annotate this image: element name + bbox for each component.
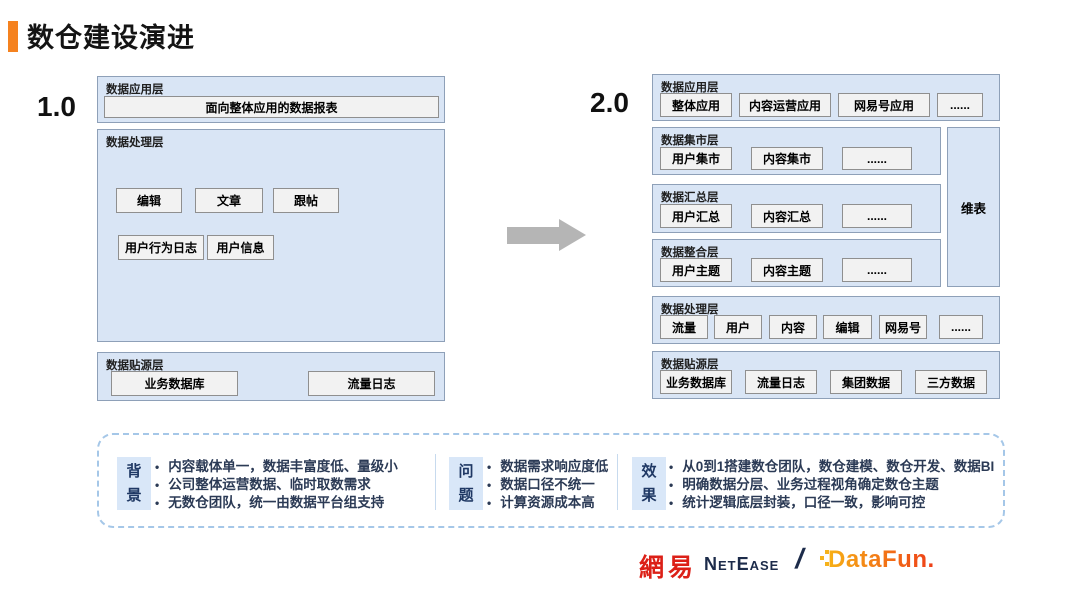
datafun-dot-icon (825, 550, 829, 554)
v2-summary-layer: 数据汇总层 用户汇总 内容汇总 ...... (652, 184, 941, 233)
v2-node-group-data: 集团数据 (830, 370, 902, 394)
v2-node-user-summary: 用户汇总 (660, 204, 732, 228)
effect-bullet: 从0到1搭建数仓团队，数仓建模、数仓开发、数据BI (669, 458, 994, 476)
v2-node-traffic-log: 流量日志 (745, 370, 817, 394)
evolution-arrow-icon (507, 227, 559, 244)
v2-node-content-mart: 内容集市 (751, 147, 823, 170)
v2-node-process-more: ...... (939, 315, 983, 339)
v2-node-user-topic: 用户主题 (660, 258, 732, 282)
title-accent-bar (8, 21, 18, 52)
v2-integration-layer-title: 数据整合层 (661, 247, 719, 259)
v2-node-business-db: 业务数据库 (660, 370, 732, 394)
v2-node-mart-more: ...... (842, 147, 912, 170)
v2-node-summary-more: ...... (842, 204, 912, 228)
v1-app-layer: 数据应用层 面向整体应用的数据报表 (97, 76, 445, 123)
notes-panel: 背景 内容载体单一，数据丰富度低、量级小 公司整体运营数据、临时取数需求 无数仓… (97, 433, 1005, 528)
evolution-arrow-head-icon (559, 219, 586, 251)
background-bullets: 内容载体单一，数据丰富度低、量级小 公司整体运营数据、临时取数需求 无数仓团队，… (155, 458, 398, 512)
version-2-label: 2.0 (590, 87, 629, 118)
v2-node-content: 内容 (769, 315, 817, 339)
problem-bullet: 数据口径不统一 (487, 476, 608, 494)
v1-node-editor: 编辑 (116, 188, 182, 213)
problem-label: 问题 (449, 457, 483, 510)
v2-node-user-mart: 用户集市 (660, 147, 732, 170)
v2-summary-layer-title: 数据汇总层 (661, 192, 719, 204)
v2-node-user: 用户 (714, 315, 762, 339)
v2-process-layer: 数据处理层 流量 用户 内容 编辑 网易号 ...... (652, 296, 1000, 344)
problem-bullets: 数据需求响应度低 数据口径不统一 计算资源成本高 (487, 458, 608, 512)
effect-bullet: 明确数据分层、业务过程视角确定数仓主题 (669, 476, 994, 494)
netease-cn-logo: 網易 (639, 554, 698, 582)
v2-node-app-more: ...... (937, 93, 983, 117)
v2-node-content-summary: 内容汇总 (751, 204, 823, 228)
v2-app-layer-title: 数据应用层 (661, 82, 719, 94)
v2-node-wangyihao-app: 网易号应用 (838, 93, 930, 117)
page-title: 数仓建设演进 (27, 23, 195, 53)
v1-node-user-log: 用户行为日志 (118, 235, 204, 260)
effect-bullets: 从0到1搭建数仓团队，数仓建模、数仓开发、数据BI 明确数据分层、业务过程视角确… (669, 458, 994, 512)
v1-node-user-info: 用户信息 (207, 235, 274, 260)
v1-ods-layer-title: 数据贴源层 (106, 360, 164, 372)
v1-node-article: 文章 (195, 188, 263, 213)
v2-node-topic-more: ...... (842, 258, 912, 282)
v2-ods-layer-title: 数据贴源层 (661, 359, 719, 371)
v1-process-layer: 数据处理层 编辑 文章 跟帖 用户行为日志 用户信息 (97, 129, 445, 342)
v2-node-overall-app: 整体应用 (660, 93, 732, 117)
v1-app-layer-title: 数据应用层 (106, 84, 164, 96)
v1-node-comment: 跟帖 (273, 188, 339, 213)
v2-node-content-topic: 内容主题 (751, 258, 823, 282)
v1-process-layer-title: 数据处理层 (106, 137, 164, 149)
v1-ods-layer: 数据贴源层 业务数据库 流量日志 (97, 352, 445, 401)
background-bullet: 公司整体运营数据、临时取数需求 (155, 476, 398, 494)
v1-app-node: 面向整体应用的数据报表 (104, 96, 439, 118)
v2-node-thirdparty-data: 三方数据 (915, 370, 987, 394)
background-bullet: 无数仓团队，统一由数据平台组支持 (155, 494, 398, 512)
v2-integration-layer: 数据整合层 用户主题 内容主题 ...... (652, 239, 941, 287)
v2-node-traffic: 流量 (660, 315, 708, 339)
notes-divider (617, 454, 618, 510)
background-bullet: 内容载体单一，数据丰富度低、量级小 (155, 458, 398, 476)
v2-dimension-table: 维表 (947, 127, 1000, 287)
datafun-logo: DataFun. (828, 546, 935, 573)
v1-node-business-db: 业务数据库 (111, 371, 238, 396)
problem-bullet: 数据需求响应度低 (487, 458, 608, 476)
v2-process-layer-title: 数据处理层 (661, 304, 719, 316)
v1-node-traffic-log: 流量日志 (308, 371, 435, 396)
netease-en-logo: NetEase (704, 554, 780, 574)
logo-separator: / (792, 543, 808, 574)
datafun-dot-icon (825, 562, 829, 566)
v2-node-content-ops-app: 内容运营应用 (739, 93, 831, 117)
datafun-dot-icon (820, 556, 824, 560)
problem-bullet: 计算资源成本高 (487, 494, 608, 512)
background-label: 背景 (117, 457, 151, 510)
v2-app-layer: 数据应用层 整体应用 内容运营应用 网易号应用 ...... (652, 74, 1000, 121)
v2-node-editor: 编辑 (823, 315, 872, 339)
v2-node-wangyihao: 网易号 (879, 315, 927, 339)
v2-ods-layer: 数据贴源层 业务数据库 流量日志 集团数据 三方数据 (652, 351, 1000, 399)
v2-mart-layer-title: 数据集市层 (661, 135, 719, 147)
effect-label: 效果 (632, 457, 666, 510)
v2-mart-layer: 数据集市层 用户集市 内容集市 ...... (652, 127, 941, 175)
notes-divider (435, 454, 436, 510)
version-1-label: 1.0 (37, 91, 76, 122)
effect-bullet: 统计逻辑底层封装，口径一致，影响可控 (669, 494, 994, 512)
